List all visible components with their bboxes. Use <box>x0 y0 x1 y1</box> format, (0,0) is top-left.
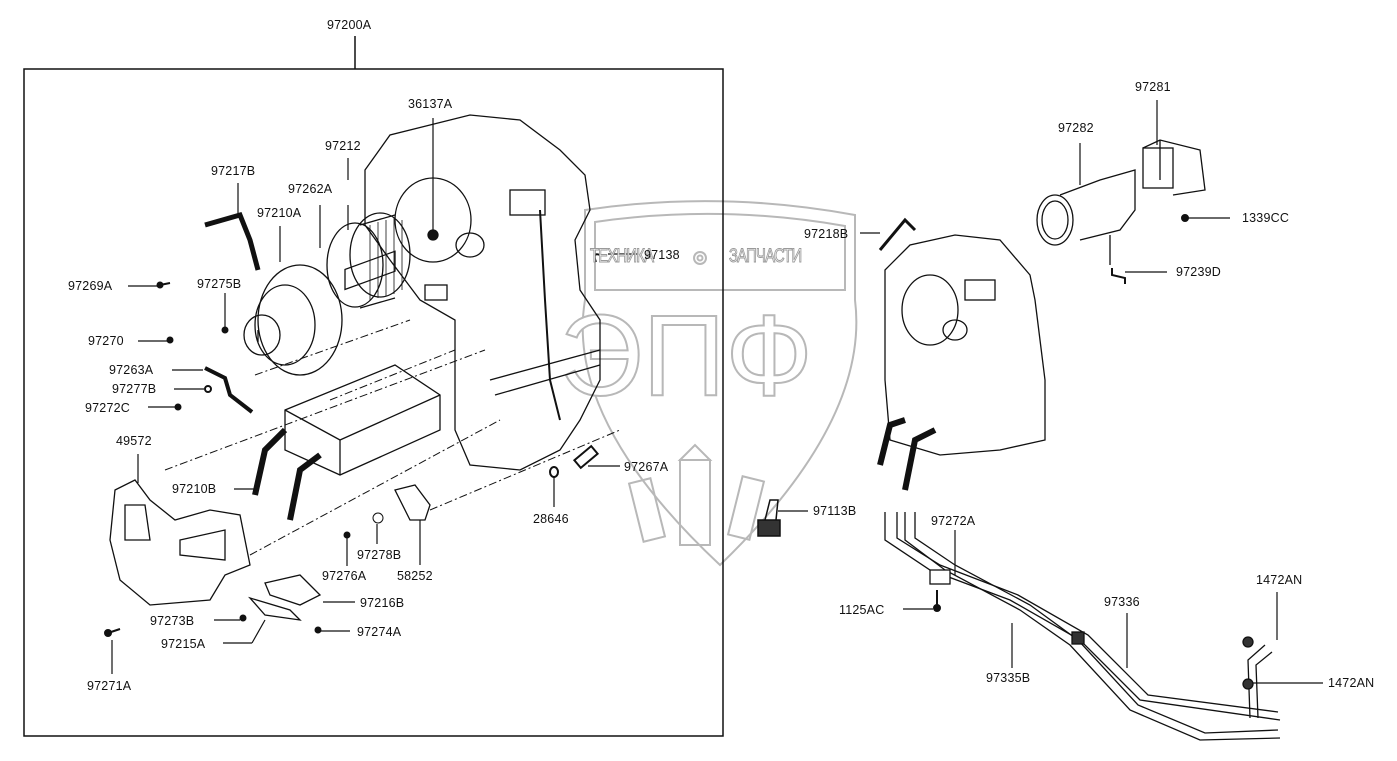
part-label-97271A[interactable]: 97271A <box>87 679 132 693</box>
part-label-97263A[interactable]: 97263A <box>109 363 154 377</box>
assembly-frame <box>23 36 724 737</box>
leader-lines <box>111 100 1323 684</box>
part-label-97210B[interactable]: 97210B <box>172 482 217 496</box>
part-label-97272A[interactable]: 97272A <box>931 514 976 528</box>
part-label-1339CC[interactable]: 1339CC <box>1242 211 1290 225</box>
blower-wheel <box>326 212 411 309</box>
resistor-97113B <box>757 499 781 537</box>
wire-harness <box>204 211 261 271</box>
blower-motor <box>243 264 343 376</box>
part-label-97210A[interactable]: 97210A <box>257 206 302 220</box>
part-label-97212[interactable]: 97212 <box>325 139 361 153</box>
part-label-97270[interactable]: 97270 <box>88 334 124 348</box>
bracket-97263A <box>204 366 254 414</box>
part-label-97269A[interactable]: 97269A <box>68 279 113 293</box>
clamp-97216B <box>248 574 322 621</box>
filter-box-97281 <box>1142 139 1206 196</box>
part-label-97113B[interactable]: 97113B <box>813 504 857 518</box>
part-label-97267A[interactable]: 97267A <box>624 460 669 474</box>
washer-97278B <box>372 512 384 524</box>
guide-lines <box>164 319 621 556</box>
blower-housing-right <box>877 217 1046 491</box>
watermark-wheat-icon <box>627 443 766 546</box>
watermark-left-word: ТЕХНИКА <box>590 246 655 268</box>
part-label-58252[interactable]: 58252 <box>397 569 433 583</box>
watermark-logo-letters: ЭПФ <box>560 292 813 420</box>
fasteners <box>104 214 1189 637</box>
part-label-97215A[interactable]: 97215A <box>161 637 206 651</box>
part-label-97275B[interactable]: 97275B <box>197 277 242 291</box>
air-duct-97282 <box>1036 169 1136 265</box>
part-label-97262A[interactable]: 97262A <box>288 182 333 196</box>
part-label-28646[interactable]: 28646 <box>533 512 569 526</box>
bracket-58252 <box>394 484 431 521</box>
part-label-1472AN-bottom[interactable]: 1472AN <box>1328 676 1375 690</box>
part-label-97218B[interactable]: 97218B <box>804 227 849 241</box>
part-label-97274A[interactable]: 97274A <box>357 625 402 639</box>
part-label-49572[interactable]: 49572 <box>116 434 152 448</box>
part-label-1125AC[interactable]: 1125AC <box>839 603 885 617</box>
part-label-97216B[interactable]: 97216B <box>360 596 405 610</box>
heater-pipes <box>884 512 1281 741</box>
part-label-97200A[interactable]: 97200A <box>327 18 372 32</box>
part-label-97336[interactable]: 97336 <box>1104 595 1140 609</box>
part-label-97335B[interactable]: 97335B <box>986 671 1031 685</box>
bracket-49572 <box>109 479 251 606</box>
part-label-1472AN-top[interactable]: 1472AN <box>1256 573 1303 587</box>
part-label-97217B[interactable]: 97217B <box>211 164 256 178</box>
heater-core <box>252 250 441 521</box>
part-label-97277B[interactable]: 97277B <box>112 382 157 396</box>
part-label-97282[interactable]: 97282 <box>1058 121 1094 135</box>
watermark-logo: ЭПФ <box>559 200 858 567</box>
part-label-36137A[interactable]: 36137A <box>408 97 453 111</box>
part-label-97276A[interactable]: 97276A <box>322 569 367 583</box>
part-label-97272C[interactable]: 97272C <box>85 401 130 415</box>
watermark-right-word: ЗАПЧАСТИ <box>729 246 803 268</box>
part-label-97273B[interactable]: 97273B <box>150 614 195 628</box>
part-label-97278B[interactable]: 97278B <box>357 548 402 562</box>
part-label-97281[interactable]: 97281 <box>1135 80 1171 94</box>
part-label-97239D[interactable]: 97239D <box>1176 265 1221 279</box>
gear-icon <box>693 251 707 265</box>
part-label-97138[interactable]: 97138 <box>644 248 680 262</box>
